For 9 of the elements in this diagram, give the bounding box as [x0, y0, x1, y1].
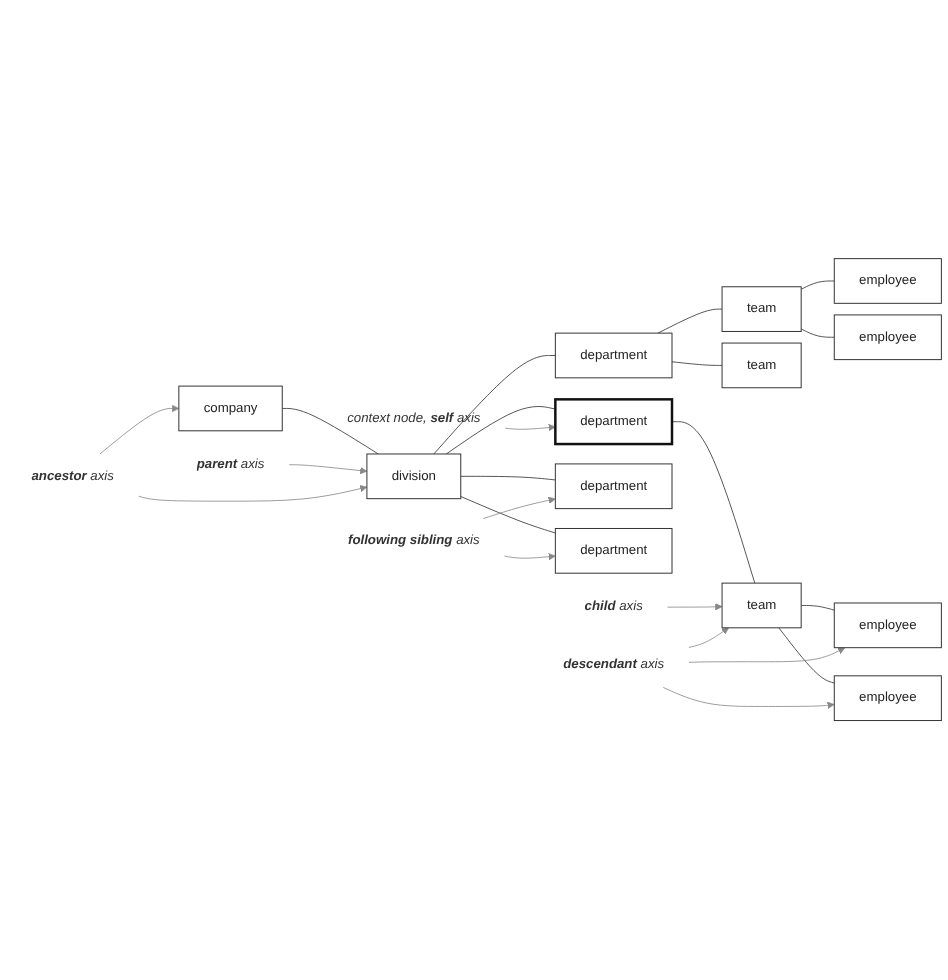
connector: [800, 605, 835, 611]
connector: [800, 280, 835, 291]
connector: [281, 408, 379, 455]
connector: [778, 627, 835, 684]
connector: [671, 361, 723, 367]
connector: [671, 421, 756, 584]
connector: [800, 328, 835, 339]
connector: [460, 476, 556, 481]
connector: [657, 309, 723, 334]
